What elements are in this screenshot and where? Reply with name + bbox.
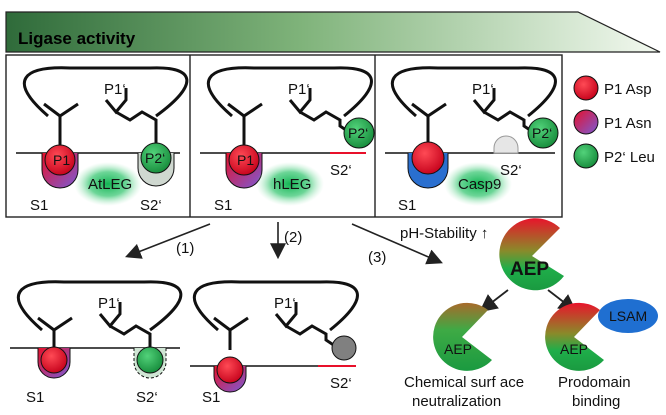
arrow1-label: (1) (176, 240, 194, 257)
panel-hleg: P1‘ P1 P2‘ hLEG S1 S2‘ (200, 66, 375, 214)
legend-p1-asn-label: P1 Asn (604, 115, 652, 132)
bottom1-s1-label: S1 (26, 389, 44, 406)
panel2-s2-label: S2‘ (330, 162, 352, 179)
panel3-s2-label: S2‘ (500, 162, 522, 179)
bottom2-s1-label: S1 (202, 389, 220, 406)
panel-atleg: P1‘ P1 P2‘ AtLEG S1 S2‘ (16, 66, 189, 214)
lsam-blob (598, 299, 658, 333)
legend-p1-asp-label: P1 Asp (604, 81, 652, 98)
caption-prodomain: Prodomain (558, 374, 631, 391)
panel1-p1-label: P1 (53, 152, 70, 168)
panel1-loop-label: P1‘ (104, 81, 126, 98)
arrow2-label: (2) (284, 229, 302, 246)
legend-p1-asn-swatch (573, 109, 599, 135)
lsam-label: LSAM (609, 308, 647, 324)
pathway-arrows: (1) (2) (3) pH-Stability ↑ (125, 222, 488, 266)
panel3-enzyme-label: Casp9 (458, 176, 501, 193)
aep-arrow-left (479, 289, 509, 313)
top-panels-frame (5, 54, 563, 218)
aep-right-label: AEP (560, 341, 588, 357)
panel3-s1-label: S1 (398, 197, 416, 214)
legend: P1 Asp P1 Asn P2‘ Leu (573, 75, 655, 169)
panel1-s2-label: S2‘ (140, 197, 162, 214)
caption-neutralization: neutralization (412, 393, 501, 410)
bottom-diagram-1: P1‘ S1 S2‘ (10, 280, 183, 406)
panel2-s1-label: S1 (214, 197, 232, 214)
legend-p2-leu-label: P2‘ Leu (604, 149, 655, 166)
panel2-loop-label: P1‘ (288, 81, 310, 98)
bottom-diagram-2: P1‘ S1 S2‘ (190, 280, 359, 406)
panel3-p2-label: P2‘ (532, 125, 552, 141)
caption-binding: binding (572, 393, 620, 410)
ligase-activity-banner: Ligase activity (5, 11, 661, 53)
aep-right: AEP LSAM (545, 299, 658, 371)
panel2-enzyme-label: hLEG (273, 176, 311, 193)
panel2-p1-label: P1 (237, 152, 254, 168)
caption-chemical-surface: Chemical surf ace (404, 374, 524, 391)
legend-p2-leu-swatch (573, 143, 599, 169)
aep-main-label: AEP (510, 259, 549, 280)
panel-casp9: P1‘ P2‘ Casp9 S1 S2‘ (385, 66, 559, 214)
bottom2-s2-label: S2‘ (330, 375, 352, 392)
arrow3-label: (3) (368, 249, 386, 266)
bottom1-loop-label: P1‘ (98, 295, 120, 312)
bottom2-loop-label: P1‘ (274, 295, 296, 312)
aep-main: AEP (499, 218, 564, 291)
aep-left-label: AEP (444, 341, 472, 357)
aep-left: AEP (433, 302, 492, 371)
panel1-enzyme-label: AtLEG (88, 176, 132, 193)
banner-title: Ligase activity (18, 29, 136, 48)
panel3-loop-label: P1‘ (472, 81, 494, 98)
ph-stability-label: pH-Stability ↑ (400, 225, 488, 242)
panel2-p2-label: P2‘ (348, 125, 368, 141)
panel1-p2-label: P2‘ (145, 150, 165, 166)
bottom1-s2-label: S2‘ (136, 389, 158, 406)
panel1-s1-label: S1 (30, 197, 48, 214)
legend-p1-asp-swatch (573, 75, 599, 101)
